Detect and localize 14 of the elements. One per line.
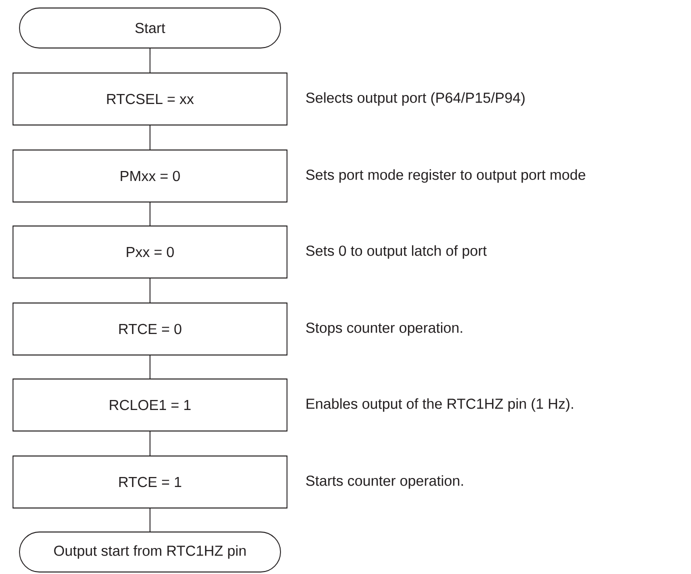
annotation-text: Stops counter operation.: [306, 322, 462, 336]
process-box: RTCSEL = xx: [12, 72, 288, 126]
annotation-text: Sets 0 to output latch of port: [306, 245, 487, 259]
annotation-text: Selects output port (P64/P15/P94): [306, 92, 525, 106]
process-box: RTCE = 0: [12, 302, 288, 356]
process-box: Pxx = 0: [12, 226, 288, 278]
terminator: Start: [19, 8, 281, 48]
annotation-text: Starts counter operation.: [306, 475, 463, 489]
annotation-text: Sets port mode register to output port mode: [306, 169, 586, 183]
process-box: RCLOE1 = 1: [12, 378, 288, 432]
process-box: PMxx = 0: [12, 150, 288, 202]
annotation-text: Enables output of the RTC1HZ pin (1 Hz).: [306, 398, 573, 412]
process-box: RTCE = 1: [12, 456, 288, 508]
terminator: Output start from RTC1HZ pin: [19, 532, 281, 572]
